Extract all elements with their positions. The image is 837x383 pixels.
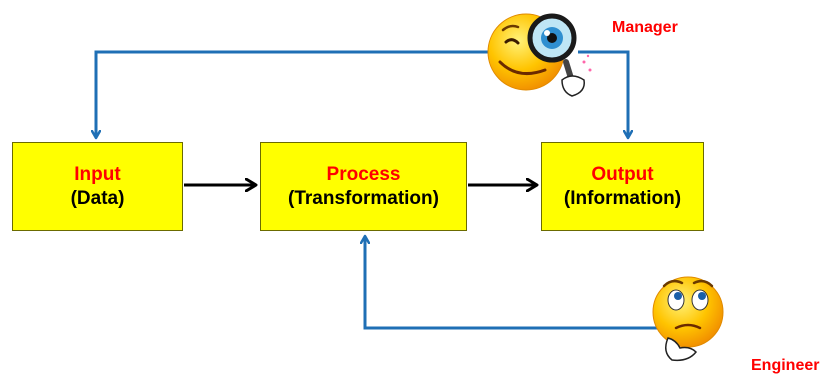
input-box: Input (Data): [12, 142, 183, 231]
input-title: Input: [74, 163, 121, 185]
process-title: Process: [326, 163, 401, 185]
smiley-with-magnifying-glass-icon: [487, 13, 592, 97]
output-subtitle: (Information): [563, 187, 682, 209]
engineer-feedback-arrow: [365, 236, 660, 330]
engineer-label: Engineer: [751, 357, 820, 374]
process-box: Process (Transformation): [260, 142, 467, 231]
manager-feedback-arrow: [96, 50, 505, 138]
thinking-smiley-icon: [652, 276, 724, 362]
process-subtitle: (Transformation): [288, 187, 439, 209]
manager-to-output-arrow: [578, 50, 628, 138]
output-title: Output: [591, 163, 654, 185]
input-subtitle: (Data): [70, 187, 125, 209]
manager-label: Manager: [612, 19, 678, 36]
output-box: Output (Information): [541, 142, 704, 231]
